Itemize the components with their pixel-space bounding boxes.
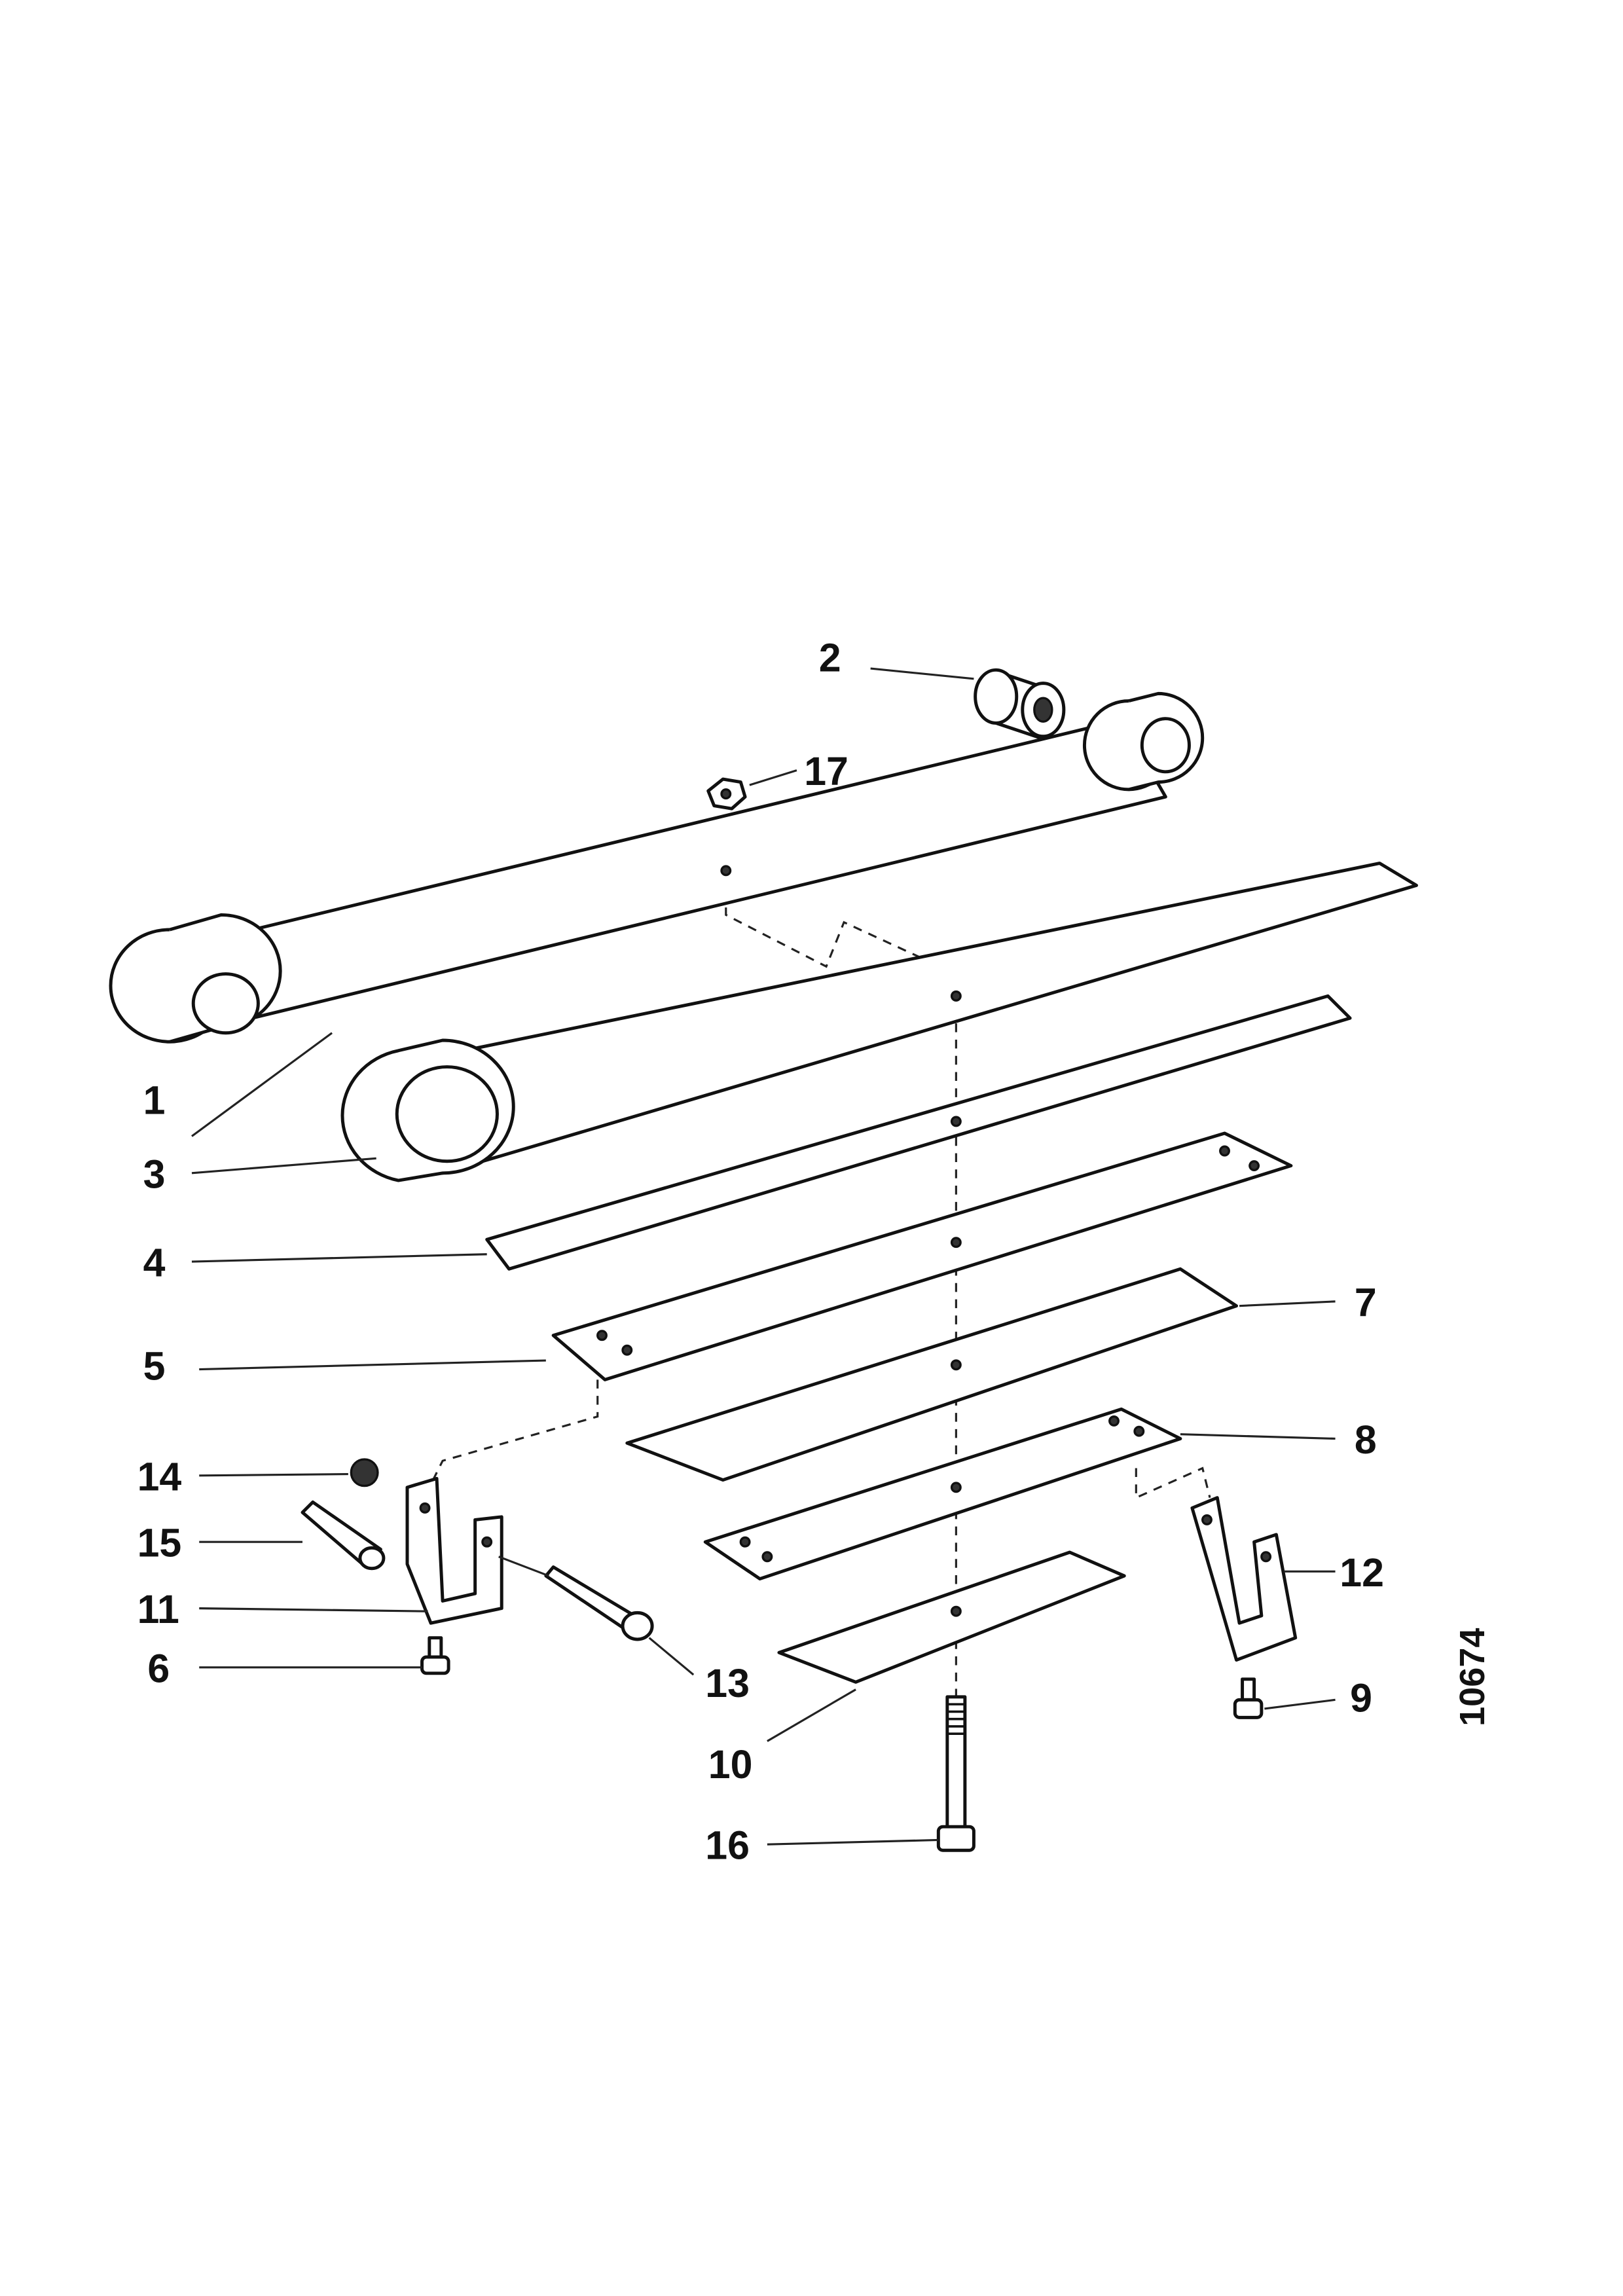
main-leaf-1: [109, 691, 1205, 1044]
screw-6: [420, 1636, 450, 1675]
nut-17: [706, 777, 747, 811]
callout-1: 1: [143, 1078, 166, 1123]
leaf-4: [485, 994, 1352, 1271]
callout-12: 12: [1340, 1550, 1384, 1595]
clamp-11: [405, 1476, 503, 1625]
center-bolt-16: [936, 1695, 976, 1852]
center-holes: [720, 865, 962, 1617]
callout-4: 4: [143, 1241, 166, 1285]
callout-7: 7: [1355, 1280, 1377, 1324]
spacer-tube-15: [301, 1500, 386, 1571]
callout-17: 17: [804, 749, 848, 793]
callout-6: 6: [147, 1646, 170, 1690]
bolt-13: [544, 1565, 654, 1641]
nut-14: [350, 1458, 379, 1487]
clamp-12: [1190, 1496, 1298, 1662]
leaf-10: [777, 1550, 1126, 1684]
callout-8: 8: [1355, 1417, 1377, 1462]
callout-3: 3: [143, 1152, 166, 1196]
callout-10: 10: [708, 1742, 753, 1787]
leader-lines: [191, 667, 1336, 1846]
screw-9: [1233, 1677, 1264, 1719]
figure-number: 10674: [1453, 1628, 1492, 1726]
callout-2: 2: [819, 636, 841, 680]
bushing-2: [974, 668, 1066, 740]
callout-15: 15: [137, 1521, 182, 1565]
leaf-3: [340, 862, 1418, 1182]
clamp-dash-left: [427, 1379, 599, 1491]
callout-14: 14: [137, 1454, 182, 1499]
callout-11: 11: [137, 1587, 179, 1631]
callout-5: 5: [143, 1343, 166, 1388]
callout-labels: 2 17 1 3 4 5 7 14 8 15 12 11 6 13 9 10 1…: [137, 636, 1493, 1868]
leaf-8: [703, 1407, 1182, 1581]
callout-9: 9: [1350, 1675, 1372, 1720]
leaf-5: [551, 1131, 1293, 1381]
leaf-7: [625, 1267, 1239, 1482]
callout-16: 16: [705, 1823, 750, 1868]
clamp-dash-right: [1135, 1467, 1211, 1500]
callout-13: 13: [705, 1661, 750, 1705]
